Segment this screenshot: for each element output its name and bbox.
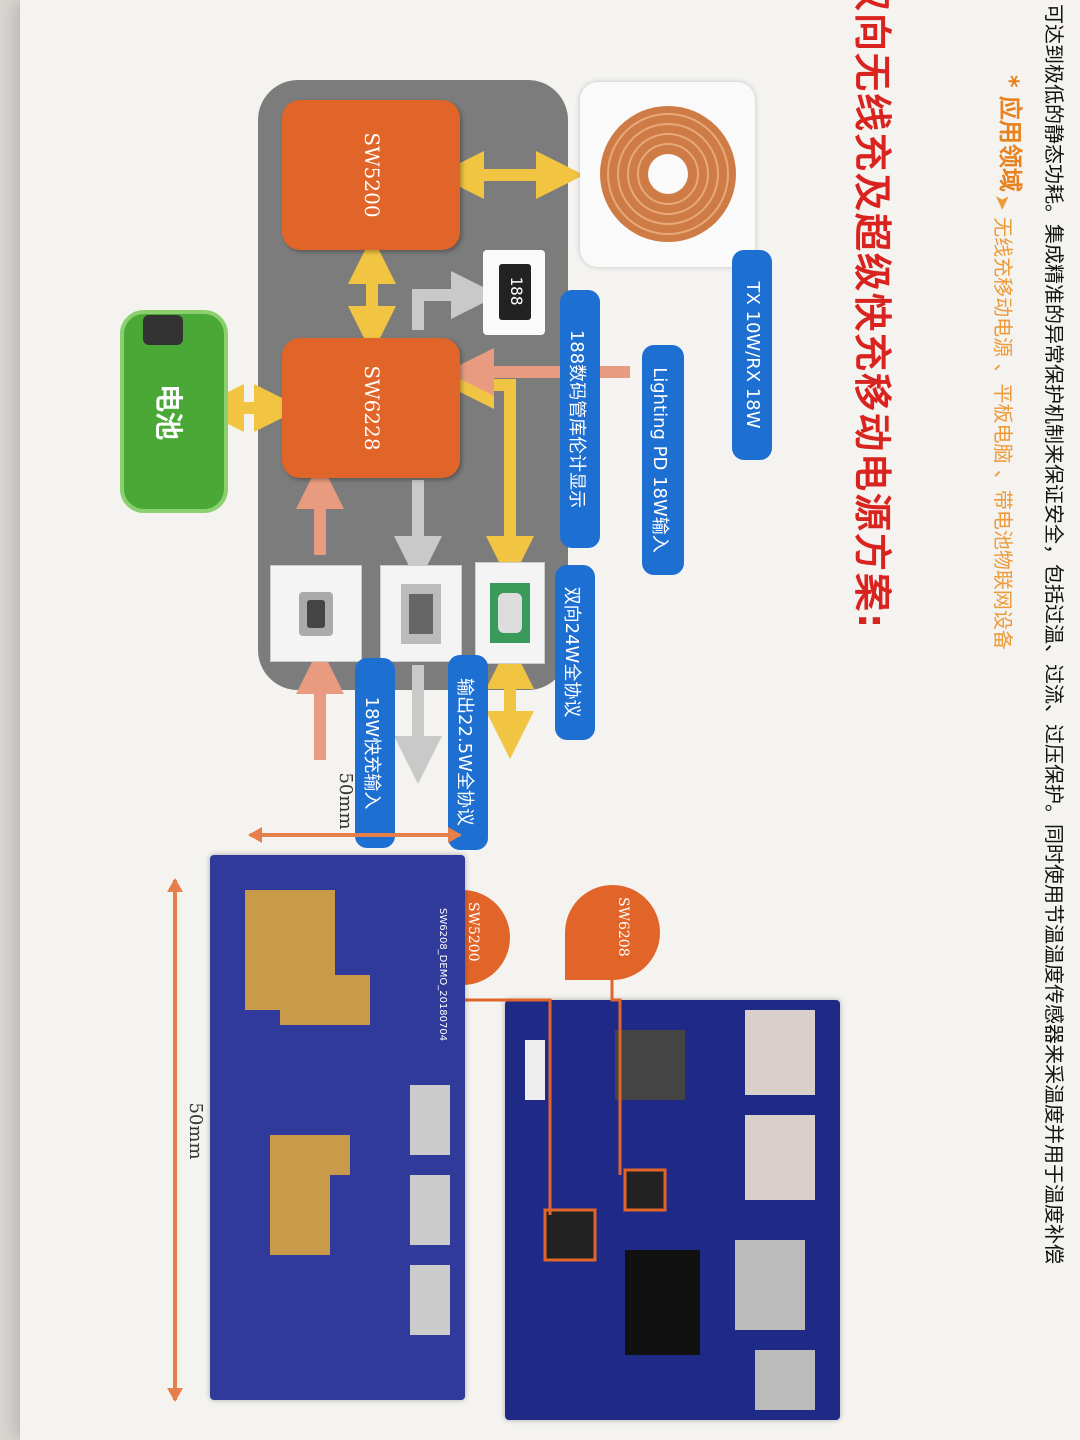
- dimension-arrows: [20, 0, 1080, 1440]
- dimension-height: 50mm: [184, 1096, 206, 1166]
- dimension-width: 50mm: [334, 766, 356, 836]
- brochure-page: 可达到极低的静态功耗。集成精准的异常保护机制来保证安全，包括过温、过流、过压保护…: [20, 0, 1080, 1440]
- pcb-silkscreen: SW6208_DEMO_20180704: [432, 908, 448, 1108]
